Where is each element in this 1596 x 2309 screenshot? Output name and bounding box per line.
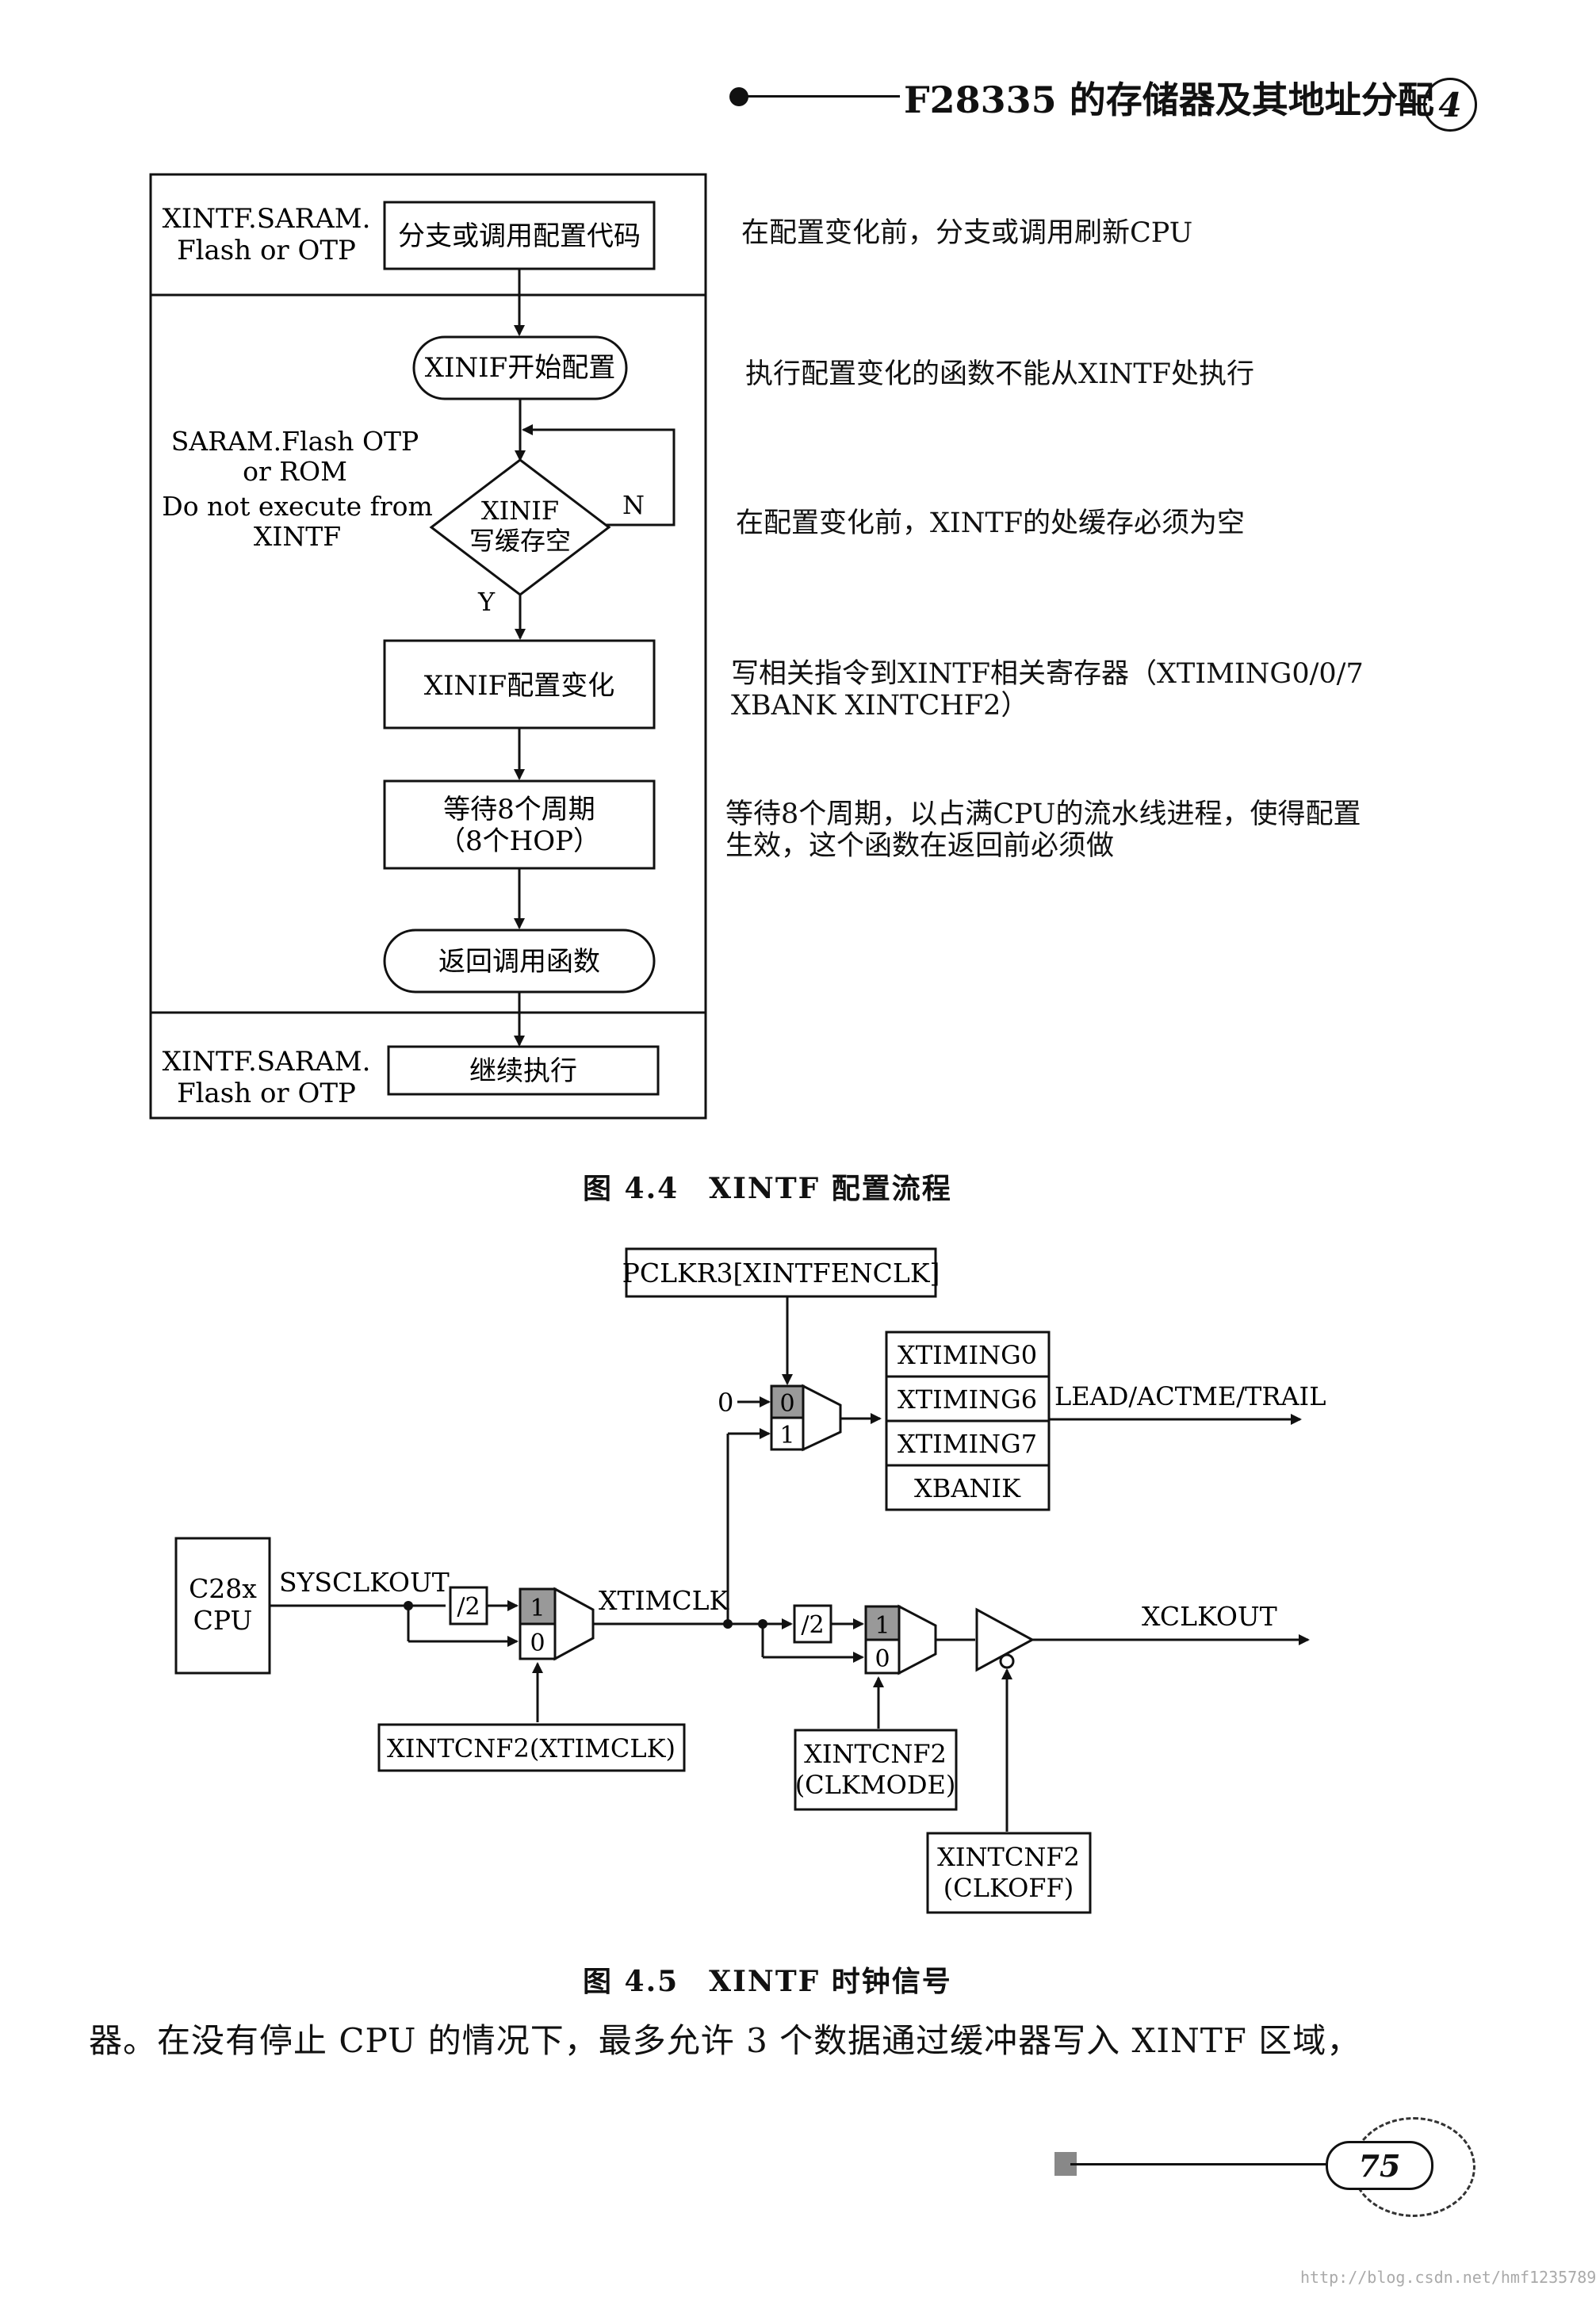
- annotation-3: 在配置变化前，XINTF的处缓存必须为空: [736, 507, 1245, 539]
- divider-a-label: /2: [457, 1593, 480, 1621]
- xtiming6-label: XTIMING6: [898, 1384, 1037, 1415]
- left-mux-select-1: [519, 1587, 557, 1625]
- annotation-2: 执行配置变化的函数不能从XINTF处执行: [745, 358, 1254, 390]
- xintcnf2-clkoff-label-2: (CLKOFF): [943, 1873, 1074, 1903]
- right-mux-0-label: 0: [875, 1645, 890, 1673]
- flow-label-n: N: [622, 490, 645, 520]
- xtiming6-box: [885, 1375, 1051, 1423]
- xintcnf2-clkmode-box: [794, 1729, 958, 1811]
- page-number-rule: [1070, 2163, 1332, 2165]
- cpu-label-1: C28x: [189, 1573, 257, 1604]
- left-bot-label-1: XINTF.SARAM.: [163, 1046, 371, 1078]
- sysclkout-label: SYSCLKOUT: [279, 1567, 450, 1598]
- xtiming0-label: XTIMING0: [898, 1340, 1037, 1370]
- left-bot-label-2: Flash or OTP: [177, 1078, 356, 1109]
- flow-step-start-config-label: XINIF开始配置: [425, 352, 615, 384]
- figure-4-5-caption: 图 4.5 XINTF 时钟信号: [583, 1965, 952, 1998]
- zero-input-label: 0: [718, 1388, 733, 1418]
- lead-label: LEAD/ACTME/TRAIL: [1054, 1381, 1326, 1411]
- left-mid-label-3: Do not execute from: [162, 491, 433, 522]
- chapter-badge: 4: [1423, 78, 1477, 132]
- figure-4-5-clock-diagram: PCLKR3[XINTFENCLK] 0 1 0 XTIMING0 XTIMIN…: [174, 1247, 1326, 1914]
- flow-step-return-label: 返回调用函数: [438, 946, 600, 978]
- xintcnf2-clkoff-label-1: XINTCNF2: [937, 1842, 1080, 1872]
- header-rule: [741, 95, 900, 98]
- xtimclk-label: XTIMCLK: [599, 1585, 729, 1616]
- xbanik-box: [885, 1464, 1051, 1511]
- annotation-1: 在配置变化前，分支或调用刷新CPU: [741, 217, 1193, 249]
- annotation-5-line-2: 生效，这个函数在返回前必须做: [725, 830, 1115, 862]
- xtiming7-label: XTIMING7: [898, 1429, 1037, 1459]
- left-top-label-1: XINTF.SARAM.: [163, 203, 371, 235]
- pclkr3-label: PCLKR3[XINTFENCLK]: [622, 1258, 940, 1289]
- chapter-badge-tail: [1395, 103, 1427, 105]
- annotation-4-line-1: 写相关指令到XINTF相关寄存器（XTIMING0/0/7: [731, 658, 1364, 690]
- annotation-5-line-1: 等待8个周期，以占满CPU的流水线进程，使得配置: [725, 798, 1361, 830]
- top-mux-1-label: 1: [779, 1422, 794, 1449]
- flow-step-branch-label: 分支或调用配置代码: [398, 220, 641, 252]
- flow-decision-label-1: XINIF: [481, 496, 559, 526]
- body-paragraph: 器。在没有停止 CPU 的情况下，最多允许 3 个数据通过缓冲器写入 XINTF…: [89, 2021, 1361, 2060]
- left-top-label-2: Flash or OTP: [177, 235, 356, 266]
- annotation-4-line-2: XBANK XINTCHF2）: [731, 690, 1029, 722]
- top-mux-select-0: [770, 1384, 805, 1419]
- flow-step-branch: [383, 201, 656, 270]
- top-mux-body: [802, 1384, 842, 1452]
- cpu-label-2: CPU: [193, 1605, 253, 1636]
- pclkr3-box: [625, 1247, 937, 1298]
- figure-4-4-caption: 图 4.4 XINTF 配置流程: [583, 1172, 952, 1205]
- watermark-url: http://blog.csdn.net/hmf1235789: [1300, 2268, 1596, 2287]
- xclkout-label: XCLKOUT: [1142, 1601, 1277, 1632]
- left-mux-body: [553, 1587, 595, 1661]
- xintcnf2-clkmode-label-2: (CLKMODE): [795, 1770, 956, 1800]
- xtiming0-box: [885, 1331, 1051, 1378]
- figure-4-4-flowchart: XINTF.SARAM. Flash or OTP SARAM.Flash OT…: [149, 173, 707, 1120]
- xtiming7-box: [885, 1419, 1051, 1467]
- flow-step-wait-label-2: （8个HOP）: [438, 825, 600, 857]
- divider-b-label: /2: [801, 1611, 824, 1639]
- left-mux-0-label: 0: [530, 1629, 545, 1657]
- xintcnf2-clkmode-label-1: XINTCNF2: [804, 1739, 947, 1769]
- right-mux-body: [898, 1604, 937, 1675]
- top-mux-0-label: 0: [779, 1390, 794, 1418]
- flow-step-continue-label: 继续执行: [469, 1055, 577, 1087]
- flow-label-y: Y: [477, 587, 496, 617]
- xintcnf2-clkoff-box: [926, 1832, 1092, 1914]
- right-mux-1-label: 1: [875, 1612, 890, 1640]
- xintcnf2-xtimclk-label: XINTCNF2(XTIMCLK): [387, 1733, 676, 1763]
- flow-decision-label-2: 写缓存空: [469, 526, 571, 556]
- divider-b-box: [793, 1604, 832, 1644]
- left-mid-label-2: or ROM: [243, 456, 347, 487]
- xbanik-label: XBANIK: [914, 1473, 1021, 1503]
- flow-outer-frame: [149, 173, 707, 1120]
- flow-step-config-change: [383, 639, 656, 729]
- right-mux-select-0: [864, 1638, 901, 1675]
- divider-a-box: [449, 1586, 488, 1625]
- left-mux-1-label: 1: [530, 1595, 545, 1622]
- page-header-title: F28335 的存储器及其地址分配: [904, 78, 1434, 121]
- left-mid-label-1: SARAM.Flash OTP: [171, 426, 419, 457]
- page-number: 75: [1326, 2141, 1433, 2190]
- flow-step-continue: [387, 1045, 660, 1096]
- xintcnf2-xtimclk-box: [377, 1723, 686, 1772]
- flow-step-config-change-label: XINIF配置变化: [424, 670, 614, 702]
- flow-step-wait-label-1: 等待8个周期: [443, 794, 595, 825]
- flow-step-wait: [383, 779, 656, 870]
- left-mid-label-4: XINTF: [254, 521, 341, 552]
